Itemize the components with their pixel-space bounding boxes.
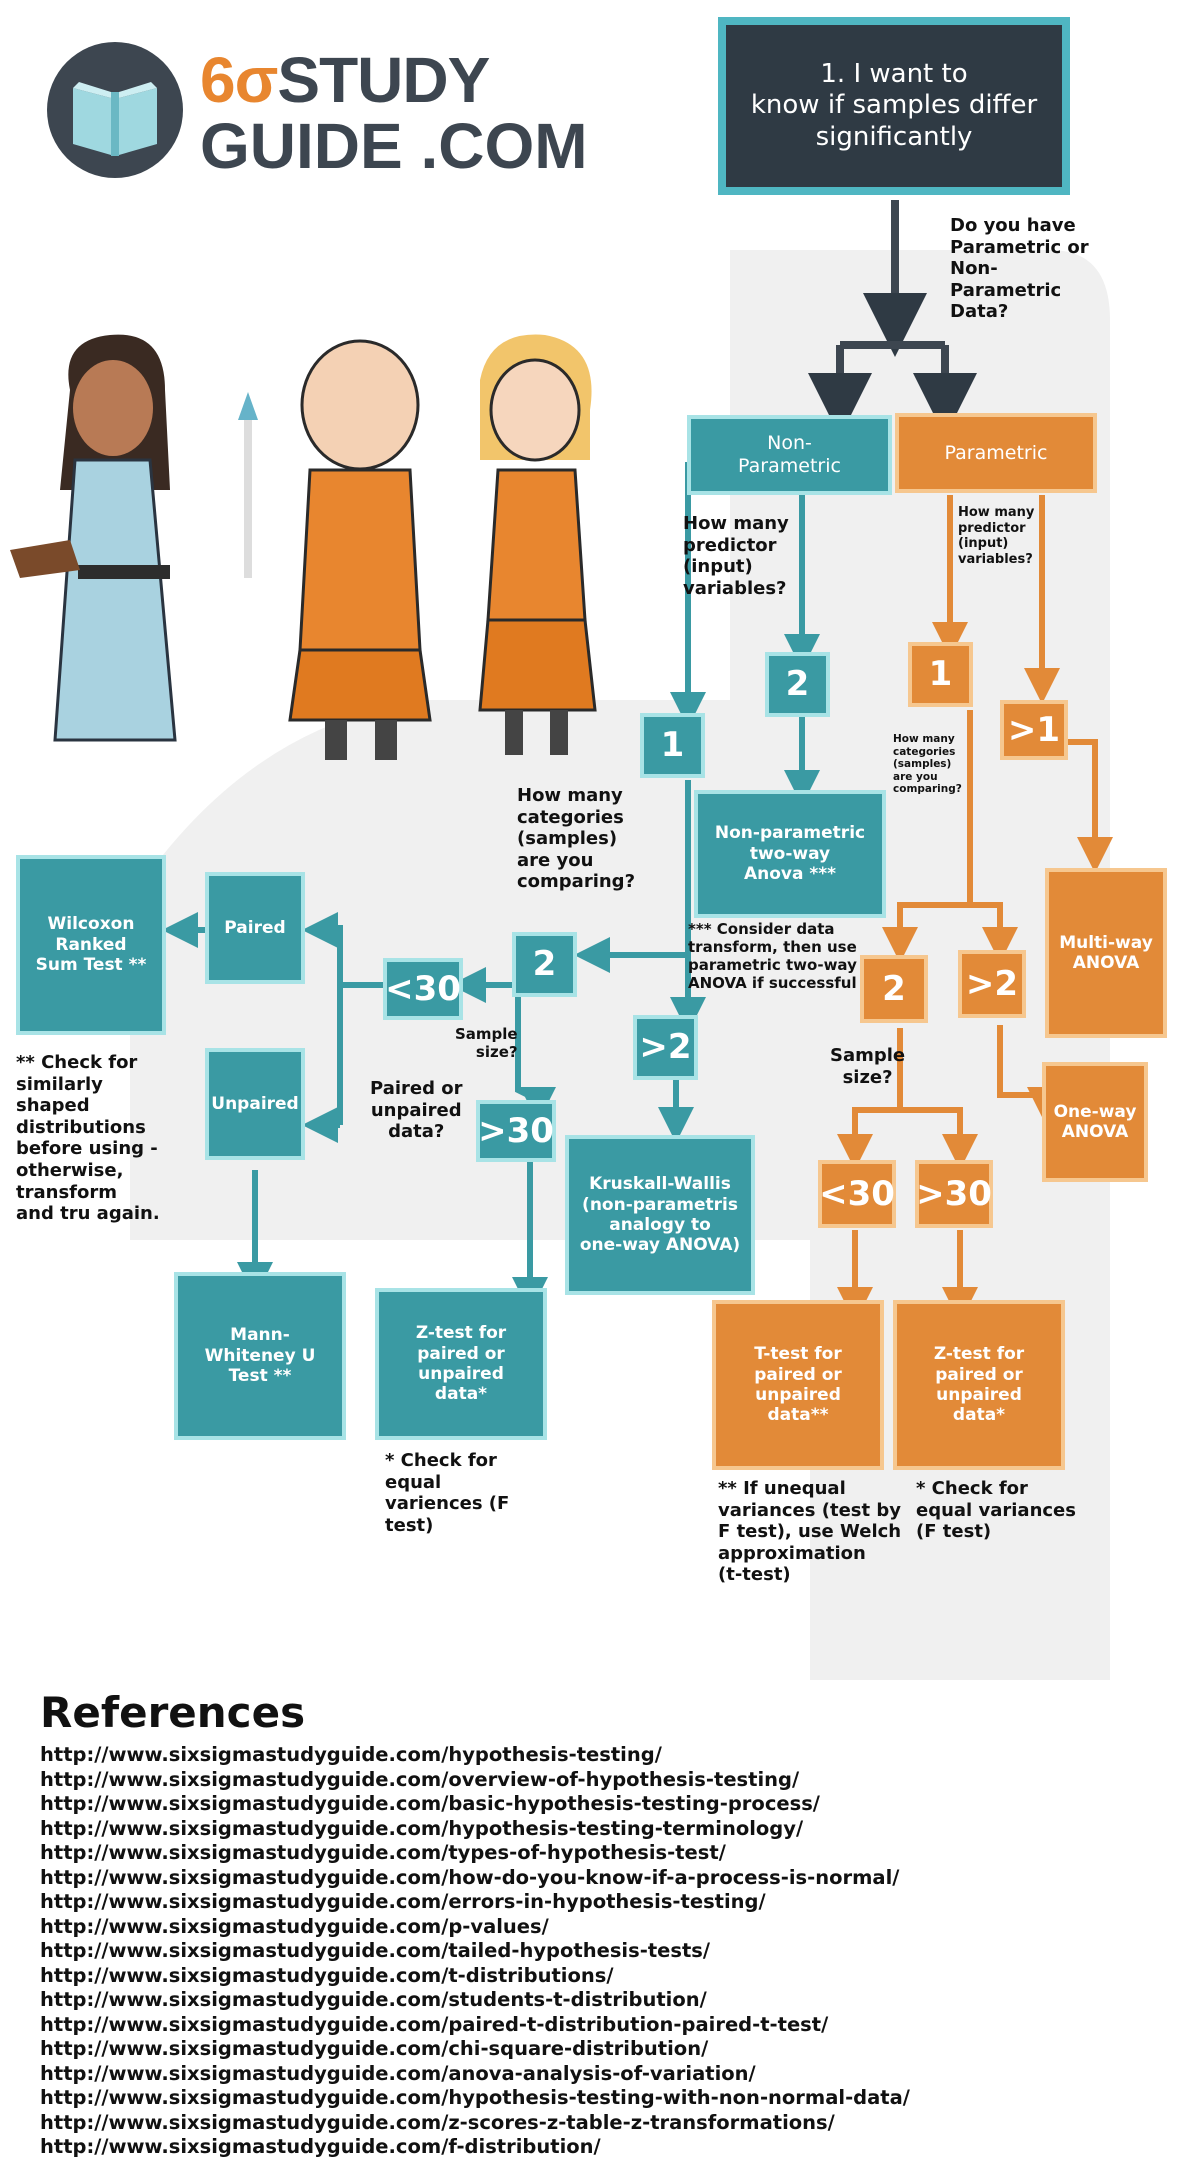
p-lt30-node: <30 <box>818 1160 896 1228</box>
reference-link[interactable]: http://www.sixsigmastudyguide.com/types-… <box>40 1841 726 1864</box>
non-parametric-node: Non- Parametric <box>687 415 892 495</box>
p-gt30-node: >30 <box>915 1160 993 1228</box>
reference-link[interactable]: http://www.sixsigmastudyguide.com/tailed… <box>40 1939 711 1962</box>
parametric-node: Parametric <box>895 413 1097 493</box>
reference-link[interactable]: http://www.sixsigmastudyguide.com/z-scor… <box>40 2110 835 2134</box>
mann-whitney-test-node: Mann- Whiteney U Test ** <box>174 1272 346 1440</box>
np-more-categories-node: >2 <box>633 1015 698 1080</box>
p-two-categories-node: 2 <box>860 955 928 1023</box>
p-one-predictor-node: 1 <box>908 642 973 707</box>
references-section: References http://www.sixsigmastudyguide… <box>40 1688 910 2160</box>
wilcoxon-test-node: Wilcoxon Ranked Sum Test ** <box>16 855 166 1035</box>
references-title: References <box>40 1688 306 1737</box>
reference-link[interactable]: http://www.sixsigmastudyguide.com/paired… <box>40 2012 829 2036</box>
p-variance-note: * Check for equal variances (F test) <box>916 1478 1076 1543</box>
reference-link[interactable]: http://www.sixsigmastudyguide.com/f-dist… <box>40 2135 601 2158</box>
reference-link[interactable]: http://www.sixsigmastudyguide.com/chi-sq… <box>40 2037 709 2060</box>
np-two-categories-node: 2 <box>512 932 577 997</box>
np-gt30-node: >30 <box>476 1100 556 1162</box>
np-predictors-question: How many predictor (input) variables? <box>683 513 789 599</box>
logo-study: STUDY <box>277 44 490 116</box>
reference-link[interactable]: http://www.sixsigmastudyguide.com/overvi… <box>40 1767 800 1791</box>
references-list: http://www.sixsigmastudyguide.com/hypoth… <box>40 1743 910 2160</box>
p-sample-size-question: Sample size? <box>830 1045 906 1088</box>
one-way-anova-node: One-way ANOVA <box>1042 1062 1148 1182</box>
paired-node: Paired <box>205 872 305 984</box>
reference-link[interactable]: http://www.sixsigmastudyguide.com/errors… <box>40 1890 766 1913</box>
monk-figure <box>288 339 432 760</box>
start-question-box: 1. I want to know if samples differ sign… <box>718 17 1070 195</box>
reference-link[interactable]: http://www.sixsigmastudyguide.com/anova-… <box>40 2061 756 2085</box>
np-two-way-anova-node: Non-parametric two-way Anova *** <box>694 790 886 918</box>
reference-link[interactable]: http://www.sixsigmastudyguide.com/studen… <box>40 1988 707 2011</box>
p-predictors-question: How many predictor (input) variables? <box>958 505 1035 567</box>
np-lt30-node: <30 <box>383 958 463 1020</box>
multi-way-anova-node: Multi-way ANOVA <box>1045 868 1167 1038</box>
girl-figure <box>478 334 597 755</box>
np-one-predictor-node: 1 <box>640 713 705 778</box>
site-logo: 6σSTUDY GUIDE .COM <box>45 40 625 190</box>
reference-link[interactable]: http://www.sixsigmastudyguide.com/t-dist… <box>40 1963 614 1987</box>
unpaired-node: Unpaired <box>205 1048 305 1160</box>
book-logo-icon <box>47 42 183 178</box>
data-type-question: Do you have Parametric or Non- Parametri… <box>950 215 1089 323</box>
similar-shape-note: ** Check for similarly shaped distributi… <box>16 1052 160 1225</box>
p-categories-question: How many categories (samples) are you co… <box>893 733 962 796</box>
p-more-categories-node: >2 <box>958 950 1026 1018</box>
wizard-figure <box>10 334 258 742</box>
np-sample-size-question: Sample size? <box>455 1025 518 1061</box>
np-z-test-node: Z-test for paired or unpaired data* <box>375 1288 547 1440</box>
reference-link[interactable]: http://www.sixsigmastudyguide.com/hypoth… <box>40 2086 910 2109</box>
np-paired-question: Paired or unpaired data? <box>370 1078 463 1143</box>
reference-link[interactable]: http://www.sixsigmastudyguide.com/p-valu… <box>40 1914 549 1938</box>
transform-note: *** Consider data transform, then use pa… <box>688 920 857 992</box>
reference-link[interactable]: http://www.sixsigmastudyguide.com/hypoth… <box>40 1743 662 1766</box>
p-z-test-node: Z-test for paired or unpaired data* <box>893 1300 1065 1470</box>
welch-note: ** If unequal variances (test by F test)… <box>718 1478 902 1586</box>
p-more-predictors-node: >1 <box>1000 700 1068 760</box>
reference-link[interactable]: http://www.sixsigmastudyguide.com/basic-… <box>40 1792 820 1815</box>
t-test-node: T-test for paired or unpaired data** <box>712 1300 884 1470</box>
logo-line1: 6σSTUDY <box>200 48 490 112</box>
logo-line2: GUIDE .COM <box>200 110 588 182</box>
np-two-predictors-node: 2 <box>765 652 830 717</box>
reference-link[interactable]: http://www.sixsigmastudyguide.com/hypoth… <box>40 1816 804 1840</box>
reference-link[interactable]: http://www.sixsigmastudyguide.com/how-do… <box>40 1865 900 1889</box>
kruskal-wallis-node: Kruskall-Wallis (non-parametris analogy … <box>565 1135 755 1295</box>
np-categories-question: How many categories (samples) are you co… <box>517 785 636 893</box>
characters-illustration <box>10 334 597 760</box>
logo-sigma: 6σ <box>200 44 278 116</box>
np-variance-note: * Check for equal variences (F test) <box>385 1450 510 1536</box>
